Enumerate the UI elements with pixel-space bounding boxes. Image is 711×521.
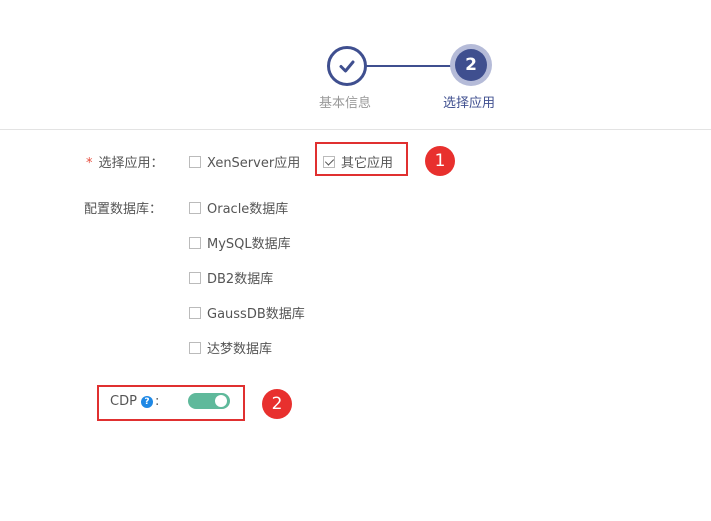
cdp-label: CDP ? : bbox=[110, 394, 159, 409]
cdp-toggle-knob[interactable] bbox=[215, 395, 227, 407]
mysql-checkbox[interactable] bbox=[189, 236, 201, 249]
step-1-label: 基本信息 bbox=[319, 96, 372, 111]
dameng-label: 达梦数据库 bbox=[207, 342, 273, 357]
cdp-label-text: CDP bbox=[110, 394, 137, 409]
help-icon[interactable]: ? bbox=[140, 395, 153, 408]
other-app-checkbox[interactable] bbox=[323, 155, 335, 168]
required-mark: * bbox=[86, 156, 93, 171]
cdp-toggle[interactable] bbox=[188, 393, 230, 409]
oracle-label: Oracle数据库 bbox=[207, 202, 289, 217]
check-icon bbox=[339, 60, 355, 73]
db2-label: DB2数据库 bbox=[207, 272, 274, 287]
annotation-box-2 bbox=[97, 385, 245, 421]
option-mysql[interactable]: MySQL数据库 bbox=[189, 233, 291, 252]
db2-checkbox[interactable] bbox=[189, 271, 201, 284]
option-dameng[interactable]: 达梦数据库 bbox=[189, 338, 272, 357]
app-select-label: * 选择应用： bbox=[86, 152, 164, 171]
option-xenserver[interactable]: XenServer应用 bbox=[189, 152, 300, 171]
step-2-active: 2 bbox=[450, 44, 492, 86]
step-2-number: 2 bbox=[455, 49, 487, 81]
app-select-label-text: 选择应用： bbox=[98, 156, 164, 171]
mysql-label: MySQL数据库 bbox=[207, 237, 291, 252]
xenserver-label: XenServer应用 bbox=[207, 156, 301, 171]
stepper-connector bbox=[366, 65, 452, 67]
option-oracle[interactable]: Oracle数据库 bbox=[189, 198, 288, 217]
other-app-label: 其它应用 bbox=[341, 156, 394, 171]
option-gaussdb[interactable]: GaussDB数据库 bbox=[189, 303, 305, 322]
gaussdb-checkbox[interactable] bbox=[189, 306, 201, 319]
gaussdb-label: GaussDB数据库 bbox=[207, 307, 305, 322]
option-db2[interactable]: DB2数据库 bbox=[189, 268, 273, 287]
annotation-box-1 bbox=[315, 142, 408, 176]
database-label: 配置数据库： bbox=[84, 202, 163, 217]
annotation-badge-2: 2 bbox=[262, 389, 292, 419]
header-divider bbox=[0, 129, 711, 130]
option-other-app[interactable]: 其它应用 bbox=[323, 152, 393, 171]
cdp-colon: : bbox=[154, 394, 160, 409]
oracle-checkbox[interactable] bbox=[189, 201, 201, 214]
step-1-done bbox=[327, 46, 367, 86]
xenserver-checkbox[interactable] bbox=[189, 155, 201, 168]
dameng-checkbox[interactable] bbox=[189, 341, 201, 354]
step-2-label: 选择应用 bbox=[443, 96, 496, 111]
annotation-badge-1: 1 bbox=[425, 146, 455, 176]
